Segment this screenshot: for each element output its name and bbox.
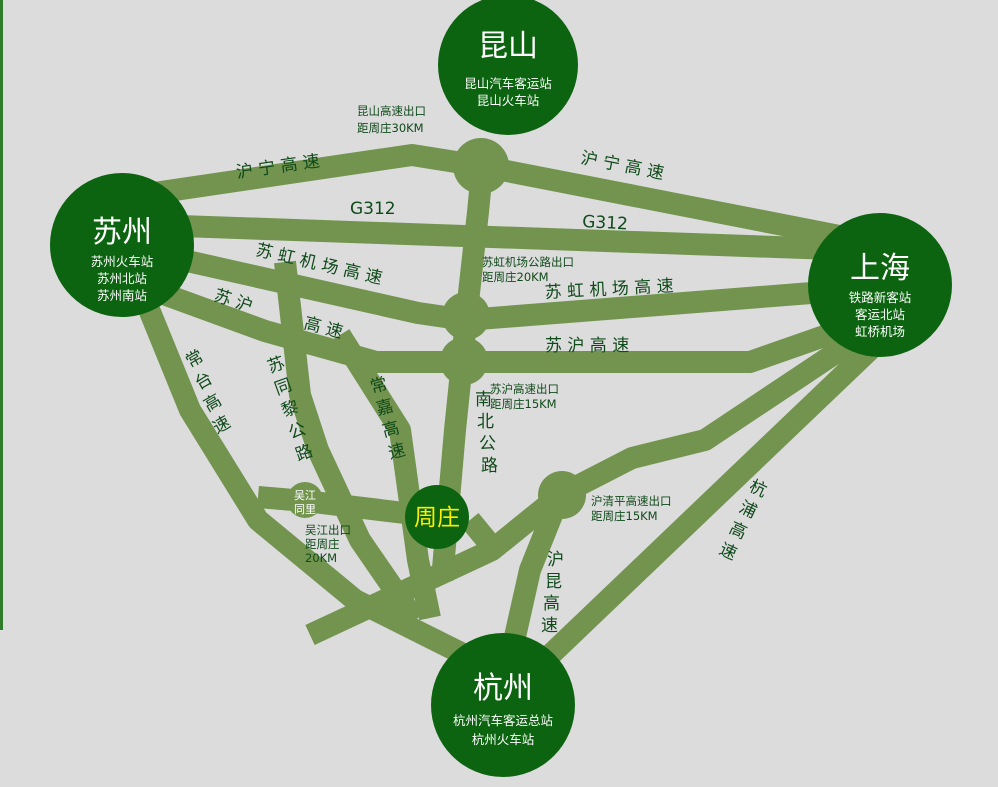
road-label-char: 高 [726,518,750,543]
wujiang-tongli-label: 吴江同里 [294,489,316,516]
road-label-char: 高 [543,594,560,614]
city-kunshan-stations: 昆山汽车客运站昆山火车站 [464,76,552,108]
road-hukun-south [501,490,571,653]
road-label-char: 黎 [279,397,302,422]
road-suhu [121,269,874,373]
road-label-char: 北 [477,412,494,432]
road-label-char: 路 [481,456,498,476]
city-shanghai-name: 上海 [850,251,910,286]
road-label-char: 速 [716,539,740,564]
left-edge-strip [0,0,3,630]
text-line: 吴江出口 [305,523,351,537]
city-hangzhou[interactable]: 杭州 杭州汽车客运总站杭州火车站 [431,633,575,777]
hub-zhouzhuang[interactable]: 周庄 [405,485,469,549]
label-hukun: 沪昆高速 [541,550,564,636]
note-huqingping-exit: 沪清平高速出口距周庄15KM [591,494,672,523]
road-suhong [122,236,851,331]
text-line: 距周庄20KM [482,270,549,284]
text-line: 苏虹机场公路出口 [482,255,574,269]
label-changjia: 常嘉高速 [368,374,408,464]
road-hangpu [537,332,888,668]
exit-notes: 昆山高速出口距周庄30KM 苏虹机场公路出口距周庄20KM 苏沪高速出口距周庄1… [305,104,672,565]
city-hangzhou-circle [431,633,575,777]
hub-zhouzhuang-circle [405,485,469,549]
road-network [118,138,888,670]
text-line: 苏州火车站 [91,254,154,269]
text-line: 昆山汽车客运站 [464,76,552,91]
road-label-char: 速 [386,440,408,464]
city-suzhou[interactable]: 苏州 苏州火车站苏州北站苏州南站 [50,173,194,317]
road-label-char: 路 [293,441,316,466]
road-label-char: 杭 [746,476,770,501]
city-kunshan[interactable]: 昆山 昆山汽车客运站昆山火车站 [438,0,578,135]
text-line: 距周庄15KM [591,509,658,523]
city-suzhou-circle [50,173,194,317]
road-changtai [124,270,480,670]
junction-suhu [440,337,488,385]
text-line: 距周庄15KM [490,397,557,411]
road-huning-right [478,155,863,251]
city-hangzhou-stations: 杭州汽车客运总站杭州火车站 [453,713,553,747]
road-label-char: 南 [475,390,492,410]
city-kunshan-circle [438,0,578,135]
label-suhu-right: 苏 沪 高 速 [545,336,629,356]
text-line: 沪清平高速出口 [591,494,672,508]
junction-huqingping [538,471,586,519]
road-label-char: 常 [368,374,390,398]
junction-suhong [442,292,490,340]
label-nanbei: 南北公路 [475,390,498,476]
city-hangzhou-name: 杭州 [473,671,533,706]
road-label-char: 浦 [736,497,760,522]
text-line: 20KM [305,551,337,565]
text-line: 苏州南站 [97,288,147,303]
text-line: 铁路新客站 [849,290,912,305]
city-kunshan-name: 昆山 [478,29,538,64]
road-label-char: 速 [541,616,558,636]
road-label-char: 沪 [547,550,564,570]
city-shanghai-circle [808,213,952,357]
node-wujiang-tongli [287,482,323,518]
road-label-char: 公 [479,434,496,454]
label-g312-right: G312 [582,212,629,234]
road-g312 [124,213,861,261]
text-line: 苏州北站 [97,271,147,286]
road-label-char: 昆 [545,572,562,592]
road-label-char: 台 [192,369,217,395]
road-label-char: 常 [183,347,208,373]
city-suzhou-stations: 苏州火车站苏州北站苏州南站 [91,254,154,303]
text-line: 客运北站 [855,307,905,322]
label-sutongli: 苏同黎公路 [265,353,316,466]
text-line: 杭州汽车客运总站 [453,713,553,728]
note-suhong-exit: 苏虹机场公路出口距周庄20KM [482,255,574,284]
text-line: 吴江 [294,489,316,502]
road-hukun [554,320,877,505]
city-shanghai-stations: 铁路新客站客运北站虹桥机场 [849,290,912,339]
road-sutongli [274,260,425,627]
road-hangzhou-cross [305,486,567,645]
text-line: 杭州火车站 [472,732,535,747]
text-line: 距周庄 [305,537,340,551]
road-label-char: 嘉 [374,396,396,420]
text-line: 距周庄30KM [357,121,424,135]
road-label-char: 同 [272,375,295,400]
road-label-char: 苏 [265,353,288,378]
note-kunshan-exit: 昆山高速出口距周庄30KM [357,104,426,135]
city-shanghai[interactable]: 上海 铁路新客站客运北站虹桥机场 [808,213,952,357]
hub-zhouzhuang-name: 周庄 [414,505,460,531]
city-suzhou-name: 苏州 [92,215,152,250]
junction-kunshan [453,138,509,194]
label-g312-left: G312 [350,199,396,219]
label-hangpu: 杭浦高速 [716,476,770,564]
text-line: 苏沪高速出口 [490,382,559,396]
text-line: 同里 [294,503,316,516]
text-line: 虹桥机场 [855,324,905,339]
road-label-char: 高 [380,418,402,442]
text-line: 昆山高速出口 [357,104,426,118]
text-line: 昆山火车站 [477,93,540,108]
note-suhu-exit: 苏沪高速出口距周庄15KM [490,382,559,411]
road-label-char: 公 [286,419,309,444]
